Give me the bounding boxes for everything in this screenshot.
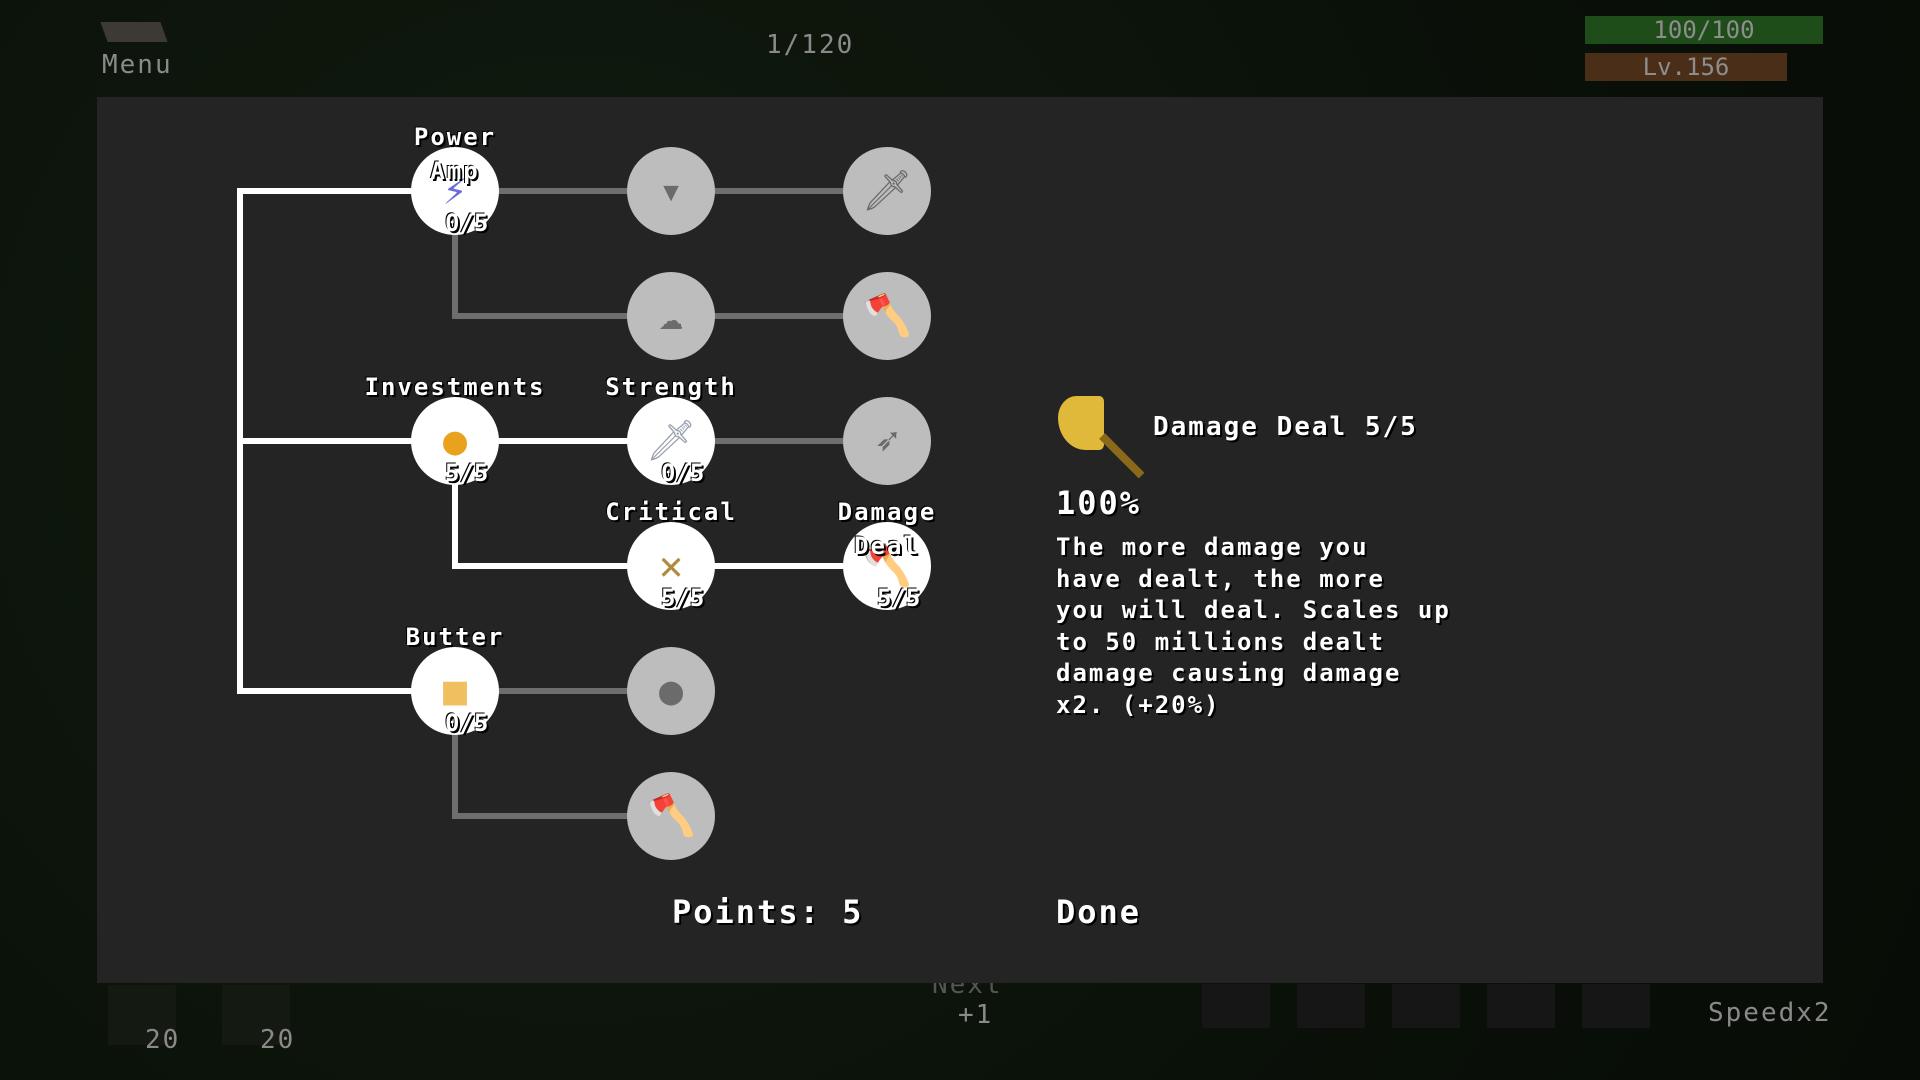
skill-node-count: 0/5 (661, 459, 705, 487)
skill-node-locked-6[interactable]: ● (627, 647, 715, 735)
inventory-slot[interactable] (1392, 984, 1460, 1028)
blob-icon: ● (658, 668, 684, 714)
skill-node-locked-1[interactable]: ▾ (627, 147, 715, 235)
golden-axe-icon: 🪓 (862, 543, 912, 589)
cloud-icon: ☁ (658, 293, 684, 339)
skill-node-label: Butter (405, 623, 505, 651)
fang-icon: ▾ (658, 168, 684, 214)
sword-icon: 🗡 (645, 418, 697, 464)
skill-node-locked-7[interactable]: 🪓 (627, 772, 715, 860)
axe-icon: 🪓 (862, 293, 912, 339)
skill-node-label: Power (413, 123, 497, 151)
skill-node-butter[interactable]: ■ (411, 647, 499, 735)
wave-counter: 1/120 (766, 30, 855, 60)
shop-slot-2[interactable] (222, 985, 290, 1045)
done-button[interactable]: Done (1056, 893, 1142, 931)
skill-node-label: Strength (605, 373, 737, 401)
skill-node-count: 0/5 (445, 709, 489, 737)
detail-title: Damage Deal 5/5 (1153, 412, 1418, 442)
description-line: damage causing damage (1056, 659, 1402, 687)
feather-icon: ➶ (874, 418, 900, 464)
skill-node-locked-5[interactable]: ➶ (843, 397, 931, 485)
gold-coins-icon: ● (442, 418, 468, 464)
skill-tree-panel (97, 97, 1823, 983)
skill-node-label: Deal (854, 532, 920, 560)
detail-icon-golden-axe (1058, 396, 1148, 479)
skill-node-investments[interactable]: ● (411, 397, 499, 485)
skill-node-locked-3[interactable]: ☁ (627, 272, 715, 360)
description-line: you will deal. Scales up (1056, 596, 1451, 624)
menu-label: Menu (102, 50, 173, 80)
skill-node-damage-deal[interactable]: 🪓 (843, 522, 931, 610)
axe-icon: 🪓 (646, 793, 696, 839)
skill-node-power-amp[interactable]: ⚡ (411, 147, 499, 235)
skill-node-critical[interactable]: ✕ (627, 522, 715, 610)
power-amp-icon: ⚡ (442, 168, 468, 214)
inventory-slot[interactable] (1487, 984, 1555, 1028)
skill-node-locked-4[interactable]: 🪓 (843, 272, 931, 360)
shop-cost-2: 20 (260, 1025, 296, 1055)
description-line: x2. (+20%) (1056, 690, 1221, 719)
points-label: Points: 5 (672, 893, 864, 931)
skill-node-count: 5/5 (877, 584, 921, 612)
skill-node-locked-2[interactable]: 🗡 (843, 147, 931, 235)
skill-node-count: 5/5 (445, 459, 489, 487)
skill-node-strength[interactable]: 🗡 (627, 397, 715, 485)
skill-node-count: 0/5 (445, 209, 489, 237)
speed-button[interactable]: Speedx2 (1708, 998, 1832, 1028)
skill-node-count: 5/5 (661, 584, 705, 612)
skill-node-label: Damage (837, 498, 937, 526)
skill-node-label: Critical (605, 498, 737, 526)
sword-icon: 🗡 (861, 168, 913, 214)
inventory-slot[interactable] (1582, 984, 1650, 1028)
shop-slot-1[interactable] (108, 985, 176, 1045)
description-line: have dealt, the more (1056, 564, 1385, 593)
menu-button[interactable]: Menu (98, 22, 178, 82)
description-line: The more damage you (1056, 533, 1369, 561)
detail-description: The more damage you have dealt, the more… (1056, 532, 1451, 721)
description-line: to 50 millions dealt (1056, 627, 1385, 656)
inventory-slots (1202, 984, 1650, 1028)
skill-node-label: Investments (364, 373, 546, 401)
health-bar: 100/100 (1585, 16, 1823, 44)
level-bar: Lv.156 (1585, 53, 1787, 81)
crossed-axes-icon: ✕ (658, 543, 684, 589)
next-value: +1 (958, 1000, 994, 1030)
inventory-slot[interactable] (1202, 984, 1270, 1028)
shop-cost-1: 20 (145, 1025, 181, 1055)
inventory-slot[interactable] (1297, 984, 1365, 1028)
detail-value: 100% (1056, 484, 1142, 522)
skill-node-label: Amp (430, 157, 480, 185)
butter-icon: ■ (442, 668, 468, 714)
